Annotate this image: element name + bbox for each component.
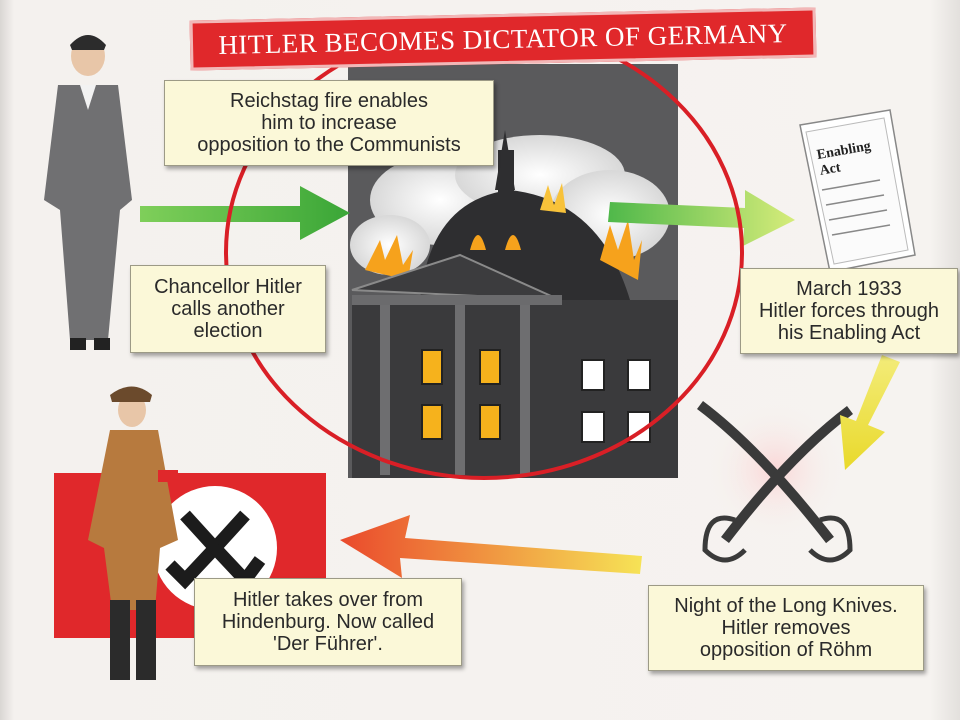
caption-der-fuhrer: Hitler takes over from Hindenburg. Now c… <box>194 578 462 666</box>
enabling-act-document <box>799 109 916 273</box>
arrow-fire-to-enabling-act <box>608 190 795 246</box>
arrow-chancellor-to-fire <box>140 186 350 240</box>
caption-march-1933: March 1933 Hitler forces through his Ena… <box>740 268 958 354</box>
arrow-enabling-act-to-knives <box>840 355 900 470</box>
reichstag-building-illustration <box>348 64 678 478</box>
page-title: HITLER BECOMES DICTATOR OF GERMANY <box>218 17 788 60</box>
caption-reichstag-fire: Reichstag fire enables him to increase o… <box>164 80 494 166</box>
caption-chancellor-election: Chancellor Hitler calls another election <box>130 265 326 353</box>
crossed-swords-illustration <box>696 400 854 563</box>
arrow-knives-to-fuhrer <box>340 515 642 578</box>
hitler-suit-figure <box>44 35 132 350</box>
caption-long-knives: Night of the Long Knives. Hitler removes… <box>648 585 924 671</box>
